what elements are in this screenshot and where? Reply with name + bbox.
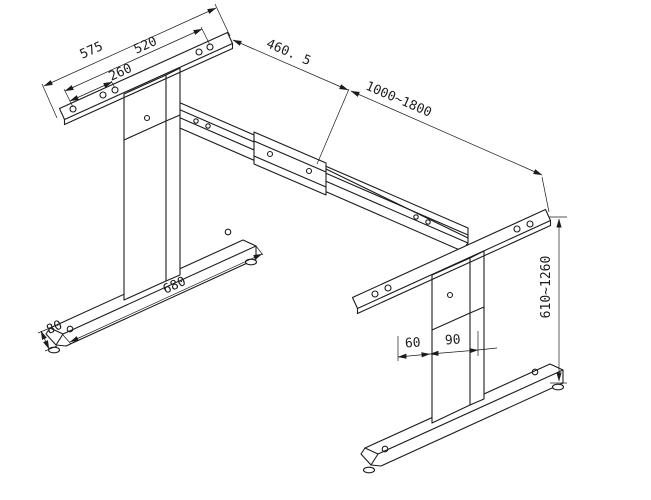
foot-bolt: [531, 368, 539, 376]
dim-label-575: 575: [78, 39, 106, 62]
dim-label-60: 60: [404, 335, 421, 351]
leveling-pad: [47, 346, 61, 354]
leg-hole: [446, 291, 454, 299]
dimension-lines: [37, 3, 567, 384]
right-top-bracket: [351, 208, 552, 315]
right-leg: [431, 250, 485, 424]
leveling-pad: [244, 258, 258, 266]
dim-label-610-1260: 610~1260: [539, 256, 554, 319]
dim-label-520: 520: [132, 34, 160, 57]
beam-hole: [205, 123, 211, 129]
bracket-hole: [384, 284, 392, 292]
bracket-hole: [513, 225, 521, 233]
dim-label-80: 80: [44, 318, 64, 338]
foot-bolt: [224, 228, 232, 236]
leg-hole: [143, 114, 151, 122]
beam-hole: [193, 118, 199, 124]
right-foot: [360, 363, 565, 474]
beam-hole: [413, 214, 419, 220]
bracket-hole: [371, 290, 379, 298]
beam-center-slider: [253, 131, 327, 196]
dim-label-1000-1800: 1000~1800: [363, 79, 434, 121]
dim-label-90: 90: [444, 332, 461, 348]
crossbeam: [145, 87, 469, 252]
leveling-pad: [362, 466, 376, 474]
left-leg: [123, 67, 181, 301]
beam-hole: [425, 219, 431, 225]
bracket-hole: [526, 220, 534, 228]
leveling-pad: [551, 383, 565, 391]
foot-bolt: [381, 445, 389, 453]
bracket-hole: [69, 105, 77, 113]
